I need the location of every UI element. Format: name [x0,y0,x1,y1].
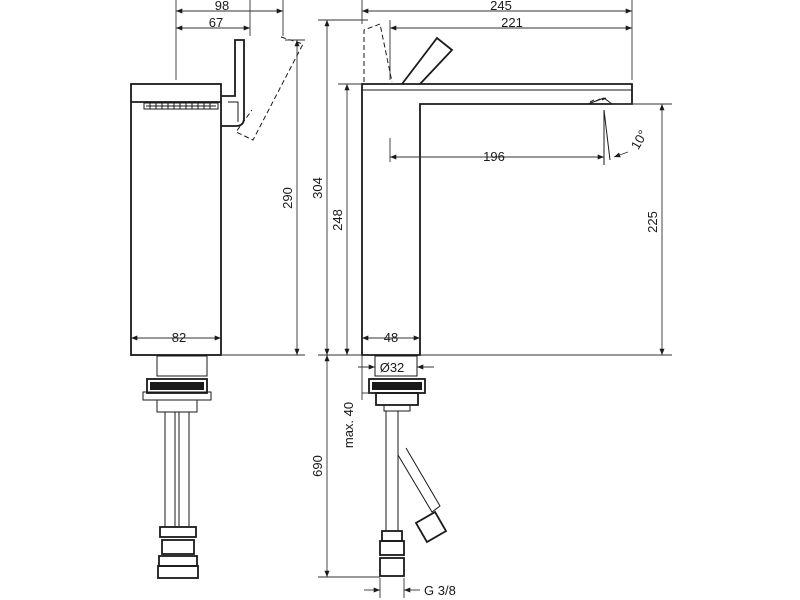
dim-spout-reach: 196 [483,149,505,164]
front-handle [401,36,454,85]
dim-side-height-total: 290 [280,187,295,209]
dim-max-counter: max. 40 [341,402,356,448]
front-view: 245 221 304 248 196 10° 225 48 Ø32 [310,0,672,598]
side-base-plate [156,355,208,377]
side-view: 98 67 290 82 [130,0,305,579]
front-body [361,83,633,356]
side-hose-1 [164,411,176,528]
side-handle [221,39,245,127]
dim-spout-angle: 10° [628,127,651,152]
dim-shank-diameter: Ø32 [380,360,405,375]
side-nut [146,378,208,394]
dim-side-width-total: 98 [215,0,229,13]
dim-front-height-total: 304 [310,177,325,199]
dim-front-body-height: 248 [330,209,345,231]
dim-front-spout-length: 221 [501,15,523,30]
side-aerator [143,102,219,110]
front-hose-1 [385,410,399,532]
dim-side-handle-offset: 67 [209,15,223,30]
side-body [130,83,222,356]
dim-body-width: 48 [384,330,398,345]
side-handle-tilted [235,36,304,141]
dim-connection-thread: G 3/8 [424,583,456,598]
dim-front-total-length: 245 [490,0,512,13]
dim-side-body-width: 82 [172,330,186,345]
front-aerator [587,97,613,105]
front-handle-tilted [363,23,393,83]
dim-outlet-height: 225 [645,211,660,233]
dim-hose-length: 690 [310,455,325,477]
side-hose-2 [178,411,190,528]
front-hose-2 [397,447,441,513]
